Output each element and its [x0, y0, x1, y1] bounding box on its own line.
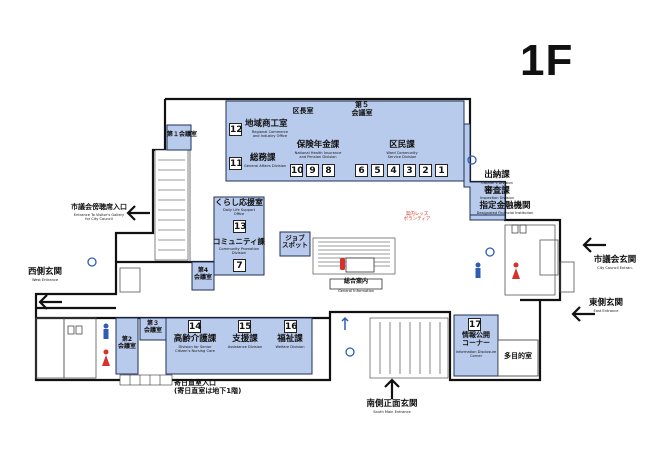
- counter-number: 10: [290, 164, 304, 177]
- staircase-icon: [154, 149, 189, 261]
- notice-label: 案内レッズボランティア: [403, 212, 431, 222]
- counter-number: 3: [403, 164, 416, 177]
- hoken-label: 保険年金課: [296, 140, 340, 150]
- elevator-icon: [67, 224, 527, 335]
- somu-en-label: General Affairs Division: [244, 164, 287, 168]
- jouhou-label: 情報公開コーナー: [462, 331, 490, 347]
- inner-walls: [35, 150, 575, 379]
- counter-number: 13: [233, 220, 247, 233]
- counter-number: 12: [229, 123, 243, 136]
- shinsa-label: 審査課: [484, 186, 510, 196]
- kurashi-label: くらし応援室: [215, 198, 263, 207]
- community-label: コミュニティ課: [212, 237, 266, 246]
- shien-en-label: Assistance Division: [227, 345, 263, 349]
- room-kaigi4: [191, 261, 215, 291]
- fukushi-en-label: Welfare Division: [275, 345, 305, 349]
- counter-number: 4: [387, 164, 400, 177]
- somu-label: 総務課: [250, 153, 276, 163]
- counter-number: 1: [435, 164, 448, 177]
- room-kaigi1: [166, 124, 192, 151]
- fukushi-label: 福祉課: [277, 334, 303, 344]
- jobspot-label: ジョブスポット: [282, 234, 308, 250]
- wheelchair-icon: [87, 155, 495, 357]
- room-kaigi2: [115, 317, 139, 375]
- counter-number: 15: [238, 320, 252, 333]
- gikai-entrance-en-label: City Council Entran.: [597, 266, 633, 270]
- gikai-bouchou-label: 市議会傍聴席入口: [71, 203, 127, 211]
- gikai-entrance-label: 市議会玄関: [593, 255, 637, 265]
- kaigi1-label: 第１会議室: [167, 131, 198, 138]
- counter-number: 16: [284, 320, 298, 333]
- kumin-label: 区民課: [389, 140, 415, 150]
- arrow-icon: [38, 205, 606, 399]
- suitou-en-label: Cashier's Division: [481, 181, 513, 185]
- shinsa-en-label: Inspection Division: [480, 196, 514, 200]
- east-entrance-label: 東側玄関: [588, 298, 623, 308]
- west-entrance-label: 西側玄関: [27, 267, 62, 277]
- shitei-en-label: Designated Financial Institution: [476, 211, 534, 215]
- counter-number: 7: [233, 259, 246, 272]
- floor-label: 1F: [520, 36, 574, 85]
- counter: [345, 257, 375, 273]
- restroom-female-icon: [102, 262, 520, 366]
- counter-number: 17: [468, 318, 482, 331]
- sougou-en-label: General Information: [337, 289, 375, 293]
- room-tamokuteki: [497, 339, 539, 377]
- west-entrance-en-label: West Entrance: [31, 278, 59, 282]
- staircase-icon: [369, 317, 449, 379]
- counter-number: 2: [419, 164, 432, 177]
- counter-number: 9: [306, 164, 319, 177]
- phone-icon: [340, 258, 345, 270]
- suitou-label: 出納課: [484, 170, 510, 180]
- kourei-label: 高齢介護課: [173, 334, 217, 344]
- shien-label: 支援課: [232, 334, 258, 344]
- east-entrance-en-label: East Entrance: [593, 309, 619, 313]
- kijitsu-label: 寄日直室入口(寄日直室は地下1階): [174, 379, 242, 395]
- room-jobspot: [279, 231, 311, 257]
- room-suitou: [463, 123, 506, 216]
- room-sougou: [329, 278, 383, 290]
- counter-number: 5: [371, 164, 384, 177]
- counter-number: 8: [322, 164, 335, 177]
- escalator-icon: [341, 316, 349, 330]
- counter-number: 6: [355, 164, 368, 177]
- counter-number: 14: [188, 320, 202, 333]
- gichou-label: 区長室: [292, 107, 314, 115]
- restroom-male-icon: [103, 262, 481, 339]
- south-entrance-en-label: South Main Entrance: [373, 410, 411, 414]
- counter-number: 11: [229, 157, 243, 170]
- sougou-label: 総合案内: [343, 278, 368, 285]
- chiiki-label: 地域商工室: [245, 119, 288, 129]
- staircase-icon: [119, 374, 173, 386]
- tamokuteki-label: 多目的室: [504, 352, 532, 360]
- south-entrance-label: 南側正面玄関: [366, 399, 418, 409]
- shitei-label: 指定金融機関: [479, 201, 531, 211]
